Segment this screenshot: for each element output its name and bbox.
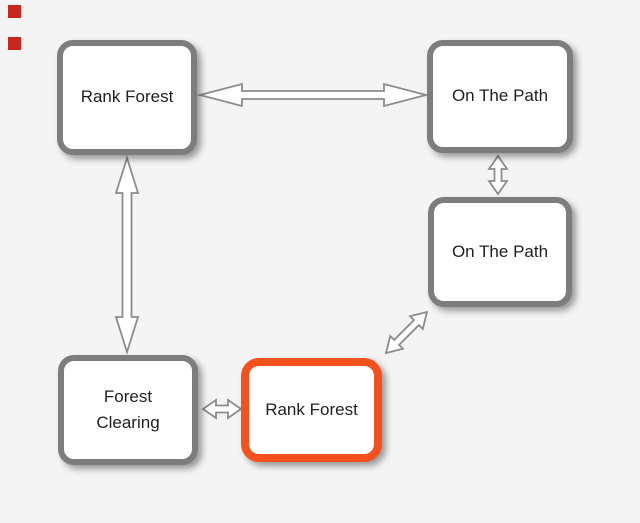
double-arrow-top-horizontal: [196, 82, 430, 108]
node-label: Forest Clearing: [96, 386, 160, 432]
double-arrow-bottom-short-horizontal: [201, 398, 243, 420]
node-on-the-path-mid[interactable]: On The Path: [428, 197, 572, 307]
node-label: On The Path: [451, 86, 549, 106]
double-arrow-right-short-vertical: [487, 154, 509, 196]
node-label: Rank Forest: [80, 87, 174, 107]
red-square-marker-top: [8, 5, 21, 18]
double-arrow-diagonal: [384, 310, 429, 355]
node-rank-forest-top[interactable]: Rank Forest: [57, 40, 197, 155]
double-arrow-left-vertical: [114, 154, 140, 356]
node-label: On The Path: [451, 241, 549, 261]
red-square-marker-bottom: [8, 37, 21, 50]
node-forest-clearing[interactable]: Forest Clearing: [58, 355, 198, 465]
node-rank-forest-current[interactable]: Rank Forest: [241, 358, 382, 462]
node-on-the-path-top[interactable]: On The Path: [427, 40, 573, 153]
node-label: Rank Forest: [265, 399, 358, 419]
